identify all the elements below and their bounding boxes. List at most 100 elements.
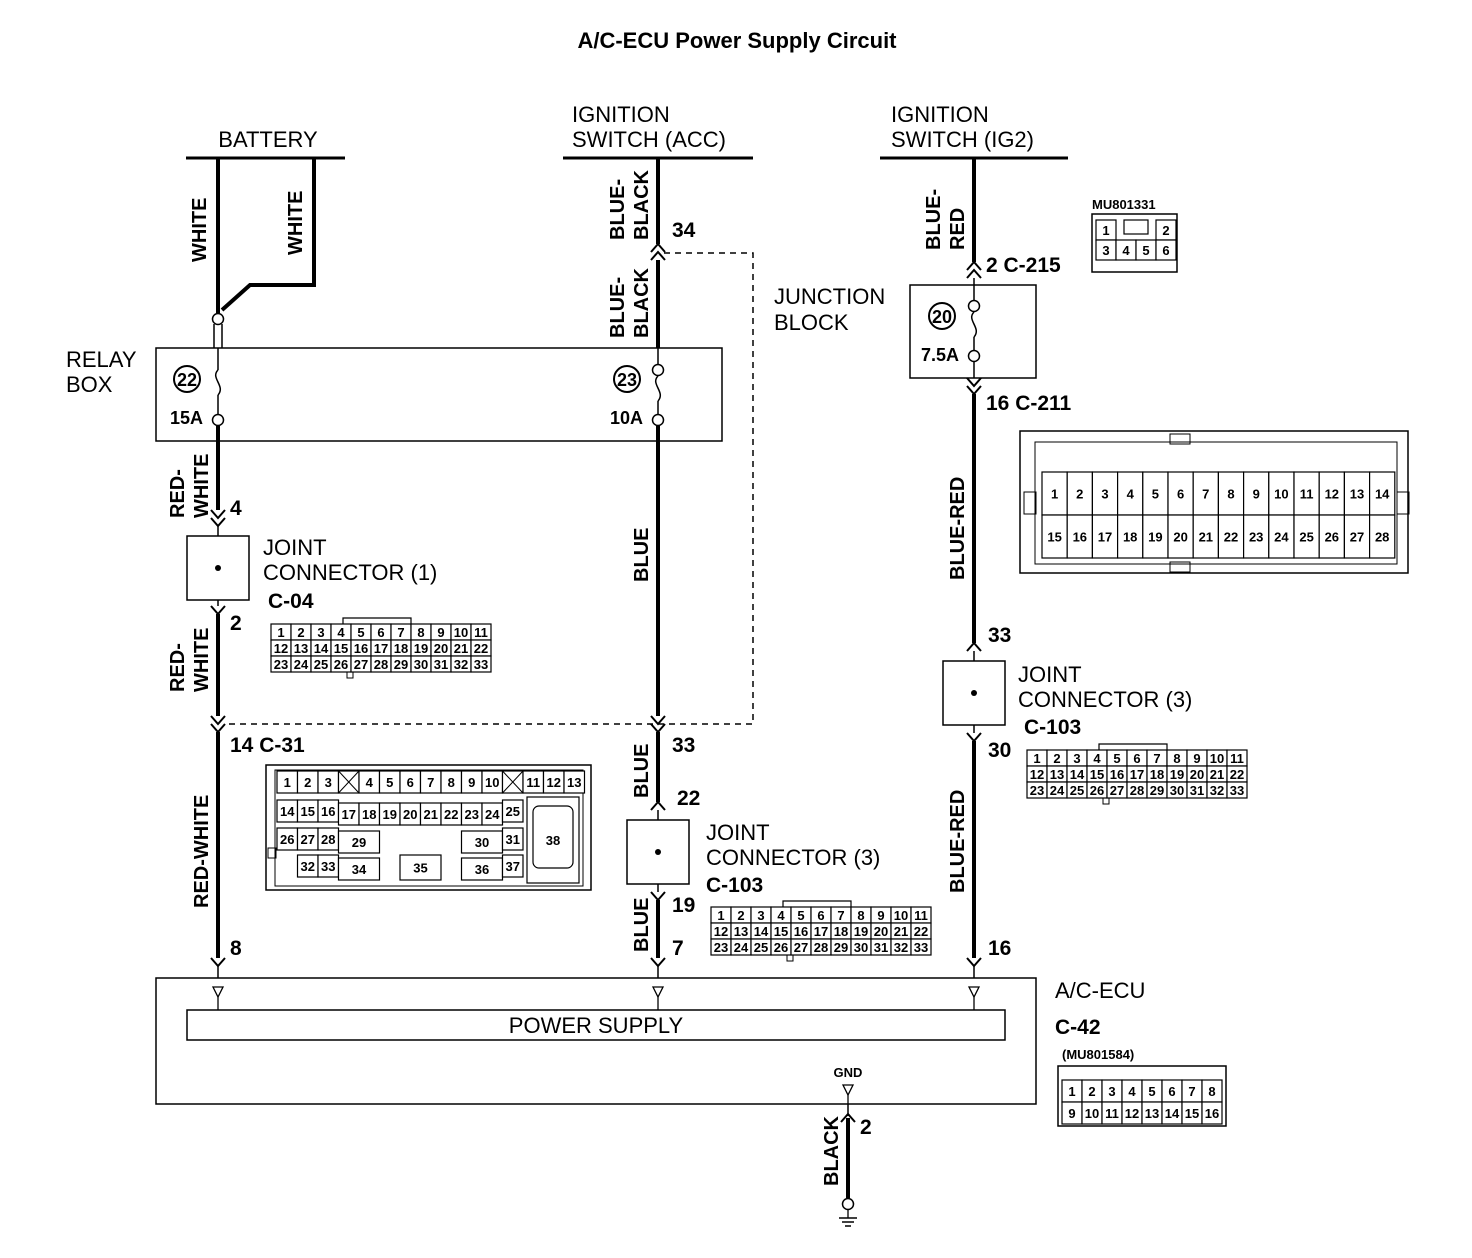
pin-cell-label: 26 [334, 657, 348, 672]
pin-cell-label: 26 [1090, 783, 1104, 798]
pin-cell-label: 20 [874, 924, 888, 939]
pin-cell [1167, 514, 1194, 559]
pin-cell-label: 6 [1168, 1084, 1175, 1099]
blue-black-label-a1: BLUE- [607, 179, 629, 240]
pin-cell-label: 4 [777, 908, 785, 923]
pin-cell-label: 25 [314, 657, 328, 672]
pin-cell-label: 21 [894, 924, 908, 939]
junction-block-box [909, 284, 1037, 379]
fuse-23-number: 23 [617, 370, 637, 390]
svg-text:1: 1 [284, 775, 291, 790]
power-supply-label: POWER SUPPLY [509, 1013, 684, 1038]
jc3a-label-line1: JOINT [706, 820, 770, 845]
pin-cell [1041, 514, 1068, 559]
pin-cell-label: 15 [774, 924, 788, 939]
red-white-label-a1: RED- [167, 469, 189, 518]
pin-cell-label: 7 [1188, 1084, 1195, 1099]
pin-cell-label: 3 [1108, 1084, 1115, 1099]
pin-cell [1091, 514, 1119, 559]
pin-cell-label: 19 [1170, 767, 1184, 782]
pin-cell-label: 11 [1105, 1106, 1119, 1121]
svg-text:13: 13 [567, 775, 581, 790]
svg-text:4: 4 [1122, 243, 1130, 258]
pin-cell-label: 5 [797, 908, 804, 923]
svg-text:12: 12 [547, 775, 561, 790]
svg-text:28: 28 [321, 832, 335, 847]
pin-cell [1142, 471, 1169, 516]
pin-cell [1217, 471, 1245, 516]
pin-cell-label: 13 [734, 924, 748, 939]
pin-cell-label: 23 [274, 657, 288, 672]
pin-cell-label: 9 [437, 625, 444, 640]
pin-cell-label: 11 [1230, 751, 1244, 766]
pin-cell-label: 5 [1113, 751, 1120, 766]
pin-cell-label: 2 [737, 908, 744, 923]
blue-label-a: BLUE [631, 528, 653, 582]
pin-2-c215: 2 C-215 [986, 254, 1061, 277]
blue-red-label-b: BLUE-RED [947, 477, 969, 580]
svg-text:20: 20 [403, 807, 417, 822]
svg-text:6: 6 [407, 775, 414, 790]
left-column-wires: RED- WHITE 4 2 RED- WHITE 14 C-31 RED-WH… [167, 426, 437, 978]
red-white-label-b1: RED- [167, 643, 189, 692]
svg-text:2: 2 [304, 775, 311, 790]
svg-text:11: 11 [526, 775, 540, 790]
pin-cell-label: 17 [1098, 530, 1112, 545]
svg-text:30: 30 [475, 835, 489, 850]
pin-cell-label: 9 [1068, 1106, 1075, 1121]
pin-cell-label: 22 [1224, 530, 1238, 545]
blue-black-label-a2: BLACK [631, 169, 653, 240]
svg-text:16: 16 [321, 804, 335, 819]
pin-cell-label: 30 [854, 940, 868, 955]
ecu-code: C-42 [1055, 1016, 1101, 1039]
pin-cell-label: 24 [294, 657, 309, 672]
svg-text:3: 3 [1102, 243, 1109, 258]
middle-column-wires: BLUE- BLACK 34 BLUE- BLACK BLUE 33 BLUE … [607, 158, 880, 978]
pin-cell [1318, 471, 1345, 516]
pin-7: 7 [672, 937, 684, 960]
svg-text:7: 7 [427, 775, 434, 790]
acc-label-line1: IGNITION [572, 102, 670, 127]
svg-text:36: 36 [475, 862, 489, 877]
pin-cell-label: 20 [434, 641, 448, 656]
jc1-code: C-04 [268, 590, 314, 613]
svg-text:2: 2 [1162, 223, 1169, 238]
pin-cell-label: 4 [337, 625, 345, 640]
pin-cell-label: 22 [1230, 767, 1244, 782]
blue-red-label-a2: RED [947, 208, 969, 250]
svg-text:1: 1 [1102, 223, 1109, 238]
pin-cell-label: 30 [1170, 783, 1184, 798]
pin-cell-label: 11 [1300, 487, 1314, 502]
pin-cell-label: 16 [1205, 1106, 1219, 1121]
relay-box-label-line1: RELAY [66, 347, 137, 372]
white-wire-label-1: WHITE [189, 198, 211, 262]
pin-cell-label: 8 [1173, 751, 1180, 766]
pin-cell-label: 5 [1148, 1084, 1155, 1099]
svg-text:5: 5 [1142, 243, 1149, 258]
pin-cell-label: 19 [1148, 530, 1162, 545]
pin-cell [1041, 471, 1068, 516]
pin-cell-label: 9 [1253, 487, 1260, 502]
pin-cell-label: 18 [834, 924, 848, 939]
pin-cell [1368, 514, 1396, 559]
jc3b-code: C-103 [1024, 716, 1081, 739]
pin-cell-label: 5 [1152, 487, 1159, 502]
pin-cell-label: 18 [1123, 530, 1137, 545]
pin-cell-label: 28 [814, 940, 828, 955]
ac-ecu: POWER SUPPLY GND A/C-ECU C-42 (MU801584) [155, 977, 1145, 1105]
red-white-label-b2: WHITE [191, 628, 213, 692]
pin-cell-label: 23 [1249, 530, 1263, 545]
pin-19: 19 [672, 894, 695, 917]
pin-cell-label: 28 [1130, 783, 1144, 798]
blue-label-c: BLUE [631, 898, 653, 952]
ecu-box [155, 977, 1037, 1105]
relay-box: RELAY BOX 22 15A 23 10A [66, 324, 723, 442]
pin-cell-label: 22 [914, 924, 928, 939]
jc1-label-line2: CONNECTOR (1) [263, 560, 437, 585]
pin-cell-label: 10 [1085, 1106, 1099, 1121]
pin-cell-label: 12 [1030, 767, 1044, 782]
red-white-label-c: RED-WHITE [191, 795, 213, 908]
